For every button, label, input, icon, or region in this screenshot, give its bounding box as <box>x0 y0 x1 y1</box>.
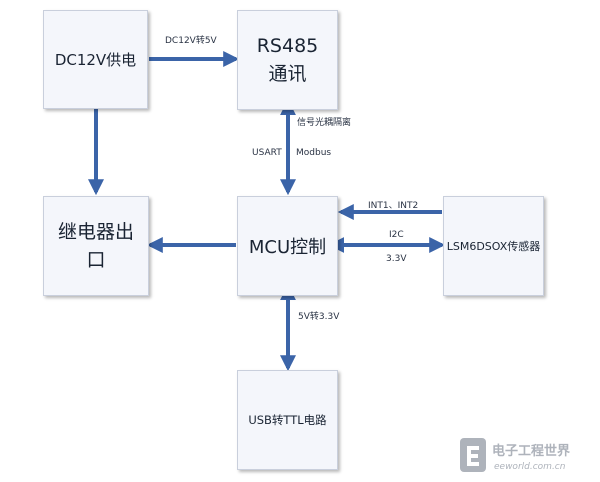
block-lsm-label: LSM6DSOX传感器 <box>446 240 541 253</box>
block-relay-label: 继电器出口 <box>57 221 134 271</box>
block-lsm6dsox-sensor: LSM6DSOX传感器 <box>443 196 544 296</box>
eeworld-watermark: 电子工程世界 eeworld.com.cn <box>460 436 594 478</box>
block-usb-ttl: USB转TTL电路 <box>237 370 338 470</box>
label-isolation: 信号光耦隔离 <box>297 118 352 128</box>
svg-text:电子工程世界: 电子工程世界 <box>492 443 570 459</box>
label-5v-to-3v3: 5V转3.3V <box>298 312 340 322</box>
block-dc12v-label: DC12V供电 <box>54 51 137 69</box>
label-usart: USART <box>252 148 282 158</box>
label-dc-to-5v: DC12V转5V <box>165 36 217 46</box>
block-dc12v-supply: DC12V供电 <box>43 10 148 109</box>
label-3v3: 3.3V <box>386 254 407 264</box>
block-mcu-control: MCU控制 <box>237 196 338 296</box>
label-i2c: I2C <box>389 230 404 240</box>
block-rs485: RS485通讯 <box>237 10 338 110</box>
block-usb-ttl-label: USB转TTL电路 <box>248 413 327 427</box>
svg-text:eeworld.com.cn: eeworld.com.cn <box>494 462 566 472</box>
block-rs485-label: RS485通讯 <box>256 35 319 85</box>
label-modbus: Modbus <box>296 148 332 158</box>
block-mcu-label: MCU控制 <box>248 237 327 258</box>
label-int: INT1、INT2 <box>368 201 419 211</box>
block-relay-output: 继电器出口 <box>43 196 149 296</box>
eeworld-logo-icon: 电子工程世界 eeworld.com.cn <box>460 438 570 472</box>
